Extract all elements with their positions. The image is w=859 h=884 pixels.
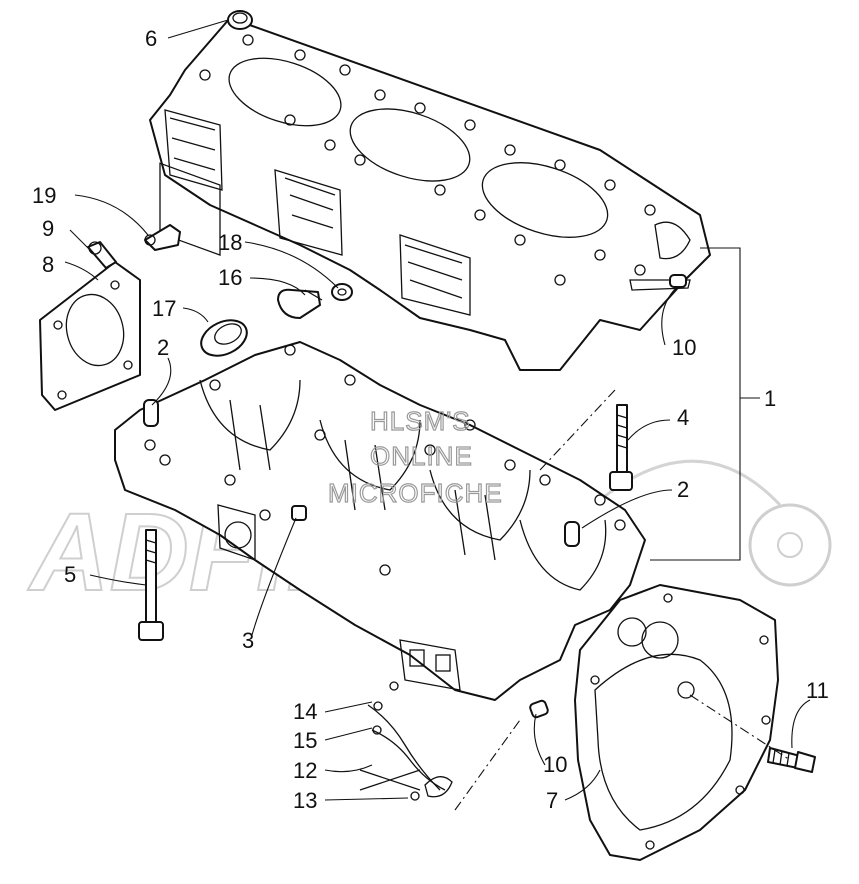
lower-crankcase[interactable] xyxy=(114,341,646,701)
callout-14[interactable]: 14 xyxy=(293,699,317,724)
assembly-axis-3 xyxy=(454,719,521,811)
callout-15[interactable]: 15 xyxy=(293,728,317,753)
dowel-10b[interactable] xyxy=(529,699,549,719)
callout-16[interactable]: 16 xyxy=(218,265,242,290)
stud-5[interactable] xyxy=(138,529,164,641)
callout-labels: 6 19 9 8 18 16 17 2 10 1 4 2 5 3 11 14 1… xyxy=(32,26,829,813)
callout-10-top[interactable]: 10 xyxy=(672,335,696,360)
seal-17[interactable] xyxy=(195,313,252,362)
drive-housing[interactable] xyxy=(574,584,779,861)
callout-13[interactable]: 13 xyxy=(293,788,317,813)
callout-19[interactable]: 19 xyxy=(32,183,56,208)
group-bracket xyxy=(650,247,760,561)
callout-17[interactable]: 17 xyxy=(152,296,176,321)
callout-8[interactable]: 8 xyxy=(42,252,54,277)
callout-2-left[interactable]: 2 xyxy=(157,335,169,360)
plug-16[interactable] xyxy=(277,288,323,319)
pin-3[interactable] xyxy=(291,505,307,521)
dowel-10a[interactable] xyxy=(669,274,687,288)
watermark-line-3: MICROFICHE xyxy=(328,478,503,508)
fitting-19[interactable] xyxy=(144,224,181,251)
callout-18[interactable]: 18 xyxy=(218,230,242,255)
dowel-2a[interactable] xyxy=(143,399,159,427)
callout-10-bottom[interactable]: 10 xyxy=(543,752,567,777)
assembly-axis-1 xyxy=(539,389,616,471)
watermark-line-1: HLSM'S xyxy=(370,406,471,436)
callout-12[interactable]: 12 xyxy=(293,758,317,783)
watermark-line-2: ONLINE xyxy=(370,441,473,471)
callout-5[interactable]: 5 xyxy=(64,562,76,587)
seal-6[interactable] xyxy=(227,10,253,30)
callout-4[interactable]: 4 xyxy=(677,405,689,430)
bolt-11[interactable] xyxy=(767,747,816,773)
adapter-plate[interactable] xyxy=(39,261,141,411)
callout-1[interactable]: 1 xyxy=(764,386,776,411)
leader-lines xyxy=(64,19,811,801)
cable-hardware[interactable] xyxy=(359,681,453,801)
callout-6[interactable]: 6 xyxy=(145,26,157,51)
callout-11[interactable]: 11 xyxy=(806,678,829,703)
callout-3[interactable]: 3 xyxy=(242,628,254,653)
upper-crankcase[interactable] xyxy=(149,17,711,371)
callout-7[interactable]: 7 xyxy=(546,788,558,813)
bolt-9[interactable] xyxy=(87,241,117,269)
callout-2-right[interactable]: 2 xyxy=(677,477,689,502)
callout-9[interactable]: 9 xyxy=(42,216,54,241)
microfiche-watermark: HLSM'S ONLINE MICROFICHE xyxy=(327,405,503,508)
dowel-2b[interactable] xyxy=(564,521,580,547)
washer-18[interactable] xyxy=(331,283,353,301)
stud-4[interactable] xyxy=(609,404,633,491)
